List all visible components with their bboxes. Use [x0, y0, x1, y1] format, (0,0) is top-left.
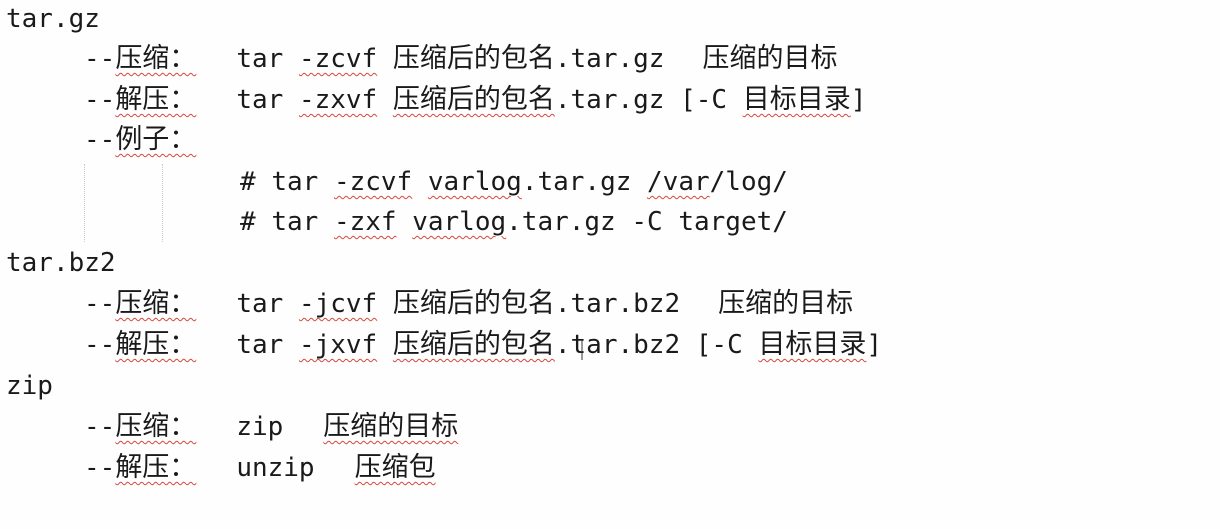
indent-guide: [162, 164, 163, 242]
text-cursor: [581, 340, 583, 360]
line-example-label: --例子：: [84, 124, 197, 155]
label-extract: 解压：: [115, 84, 197, 115]
label-compress: 压缩：: [115, 43, 197, 74]
label-example: 例子：: [115, 124, 197, 155]
label-extract: 解压：: [115, 452, 197, 483]
line-heading-zip: zip: [6, 371, 53, 401]
label-compress: 压缩：: [115, 288, 197, 319]
line-tarbz2-extract: --解压：tar -jxvf 压缩后的包名.tar.bz2 [-C 目标目录]: [84, 329, 883, 360]
line-example-extract: # tar -zxf varlog.tar.gz -C target/: [240, 207, 788, 237]
indent-guide: [84, 164, 85, 242]
line-heading-targz: tar.gz: [6, 4, 100, 34]
line-example-compress: # tar -zcvf varlog.tar.gz /var/log/: [240, 167, 788, 197]
line-heading-tarbz2: tar.bz2: [6, 248, 116, 278]
line-targz-extract: --解压：tar -zxvf 压缩后的包名.tar.gz [-C 目标目录]: [84, 84, 867, 115]
label-extract: 解压：: [115, 329, 197, 360]
label-compress: 压缩：: [115, 411, 197, 442]
